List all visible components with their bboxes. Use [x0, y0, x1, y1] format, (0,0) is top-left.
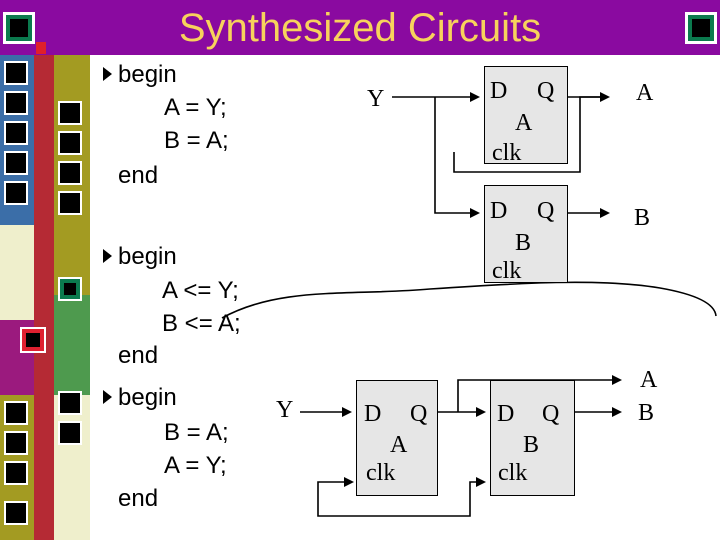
flipflop-name-label: A [515, 110, 533, 136]
deco-square [4, 91, 28, 115]
wire [317, 481, 476, 517]
code-keyword-begin: begin [118, 384, 177, 411]
code-line: A <= Y; [162, 277, 239, 304]
flipflop-clk-label: clk [492, 258, 522, 284]
slide-title: Synthesized Circuits [178, 6, 542, 50]
code-keyword-end: end [118, 485, 159, 512]
flipflop-q-label: Q [410, 401, 428, 427]
strip-red [34, 55, 54, 540]
bullet-2 [103, 249, 112, 263]
code-line: B = A; [164, 419, 229, 446]
title-corner-square-left-inner [10, 19, 28, 37]
bullet-1 [103, 67, 112, 81]
separator-curve [221, 281, 717, 319]
flipflop-clk-label: clk [498, 460, 528, 486]
flipflop-name-label: B [523, 432, 540, 458]
code-line: A = Y; [164, 94, 227, 121]
strip-green [54, 295, 90, 395]
code-line: B = A; [164, 127, 229, 154]
deco-square [4, 121, 28, 145]
arrowhead [470, 208, 480, 218]
circuit2-output-a: A [640, 367, 658, 393]
flipflop-name-label: A [390, 432, 408, 458]
flipflop-a-bottom [356, 380, 438, 496]
deco-square [58, 161, 82, 185]
code-keyword-end: end [118, 162, 159, 189]
flipflop-d-label: D [490, 78, 508, 104]
deco-square [4, 181, 28, 205]
wire [434, 97, 470, 214]
title-corner-square-right-inner [692, 19, 710, 37]
flipflop-q-label: Q [537, 78, 555, 104]
strip-pale [0, 225, 34, 320]
circuit2-input-label: Y [276, 397, 294, 423]
circuit1-output-a: A [636, 80, 654, 106]
circuit1-input-label: Y [367, 86, 385, 112]
deco-square [4, 151, 28, 175]
code-line: B <= A; [162, 310, 241, 337]
arrowhead [600, 92, 610, 102]
flipflop-d-label: D [490, 198, 508, 224]
arrowhead [600, 208, 610, 218]
deco-square [4, 61, 28, 85]
deco-square [58, 277, 82, 301]
arrowhead [476, 477, 486, 487]
arrowhead [612, 407, 622, 417]
flipflop-q-label: Q [537, 198, 555, 224]
deco-square [58, 101, 82, 125]
flipflop-b-bottom [490, 380, 575, 496]
code-line: A = Y; [164, 452, 227, 479]
flipflop-clk-label: clk [366, 460, 396, 486]
strip-pale-low [54, 395, 90, 540]
arrowhead [344, 477, 354, 487]
flipflop-q-label: Q [542, 401, 560, 427]
flipflop-name-label: B [515, 230, 532, 256]
flipflop-a-top [484, 66, 568, 164]
flipflop-d-label: D [364, 401, 382, 427]
bullet-3 [103, 390, 112, 404]
deco-square [58, 131, 82, 155]
deco-square [4, 501, 28, 525]
deco-square [4, 431, 28, 455]
code-keyword-begin: begin [118, 243, 177, 270]
deco-square [4, 401, 28, 425]
code-keyword-begin: begin [118, 61, 177, 88]
flipflop-d-label: D [497, 401, 515, 427]
deco-square [26, 333, 40, 347]
deco-square [58, 391, 82, 415]
title-bar [0, 0, 720, 55]
code-keyword-end: end [118, 342, 159, 369]
circuit1-output-b: B [634, 205, 651, 231]
deco-square [58, 421, 82, 445]
arrowhead [612, 375, 622, 385]
arrowhead [470, 92, 480, 102]
arrowhead [476, 407, 486, 417]
left-decoration [0, 55, 90, 540]
title-red-marker [36, 42, 46, 54]
deco-square [58, 191, 82, 215]
deco-square [64, 283, 76, 295]
flipflop-b-top [484, 185, 568, 283]
circuit2-output-b: B [638, 400, 655, 426]
title-corner-square-left [3, 12, 35, 44]
deco-square [4, 461, 28, 485]
arrowhead [342, 407, 352, 417]
flipflop-clk-label: clk [492, 140, 522, 166]
